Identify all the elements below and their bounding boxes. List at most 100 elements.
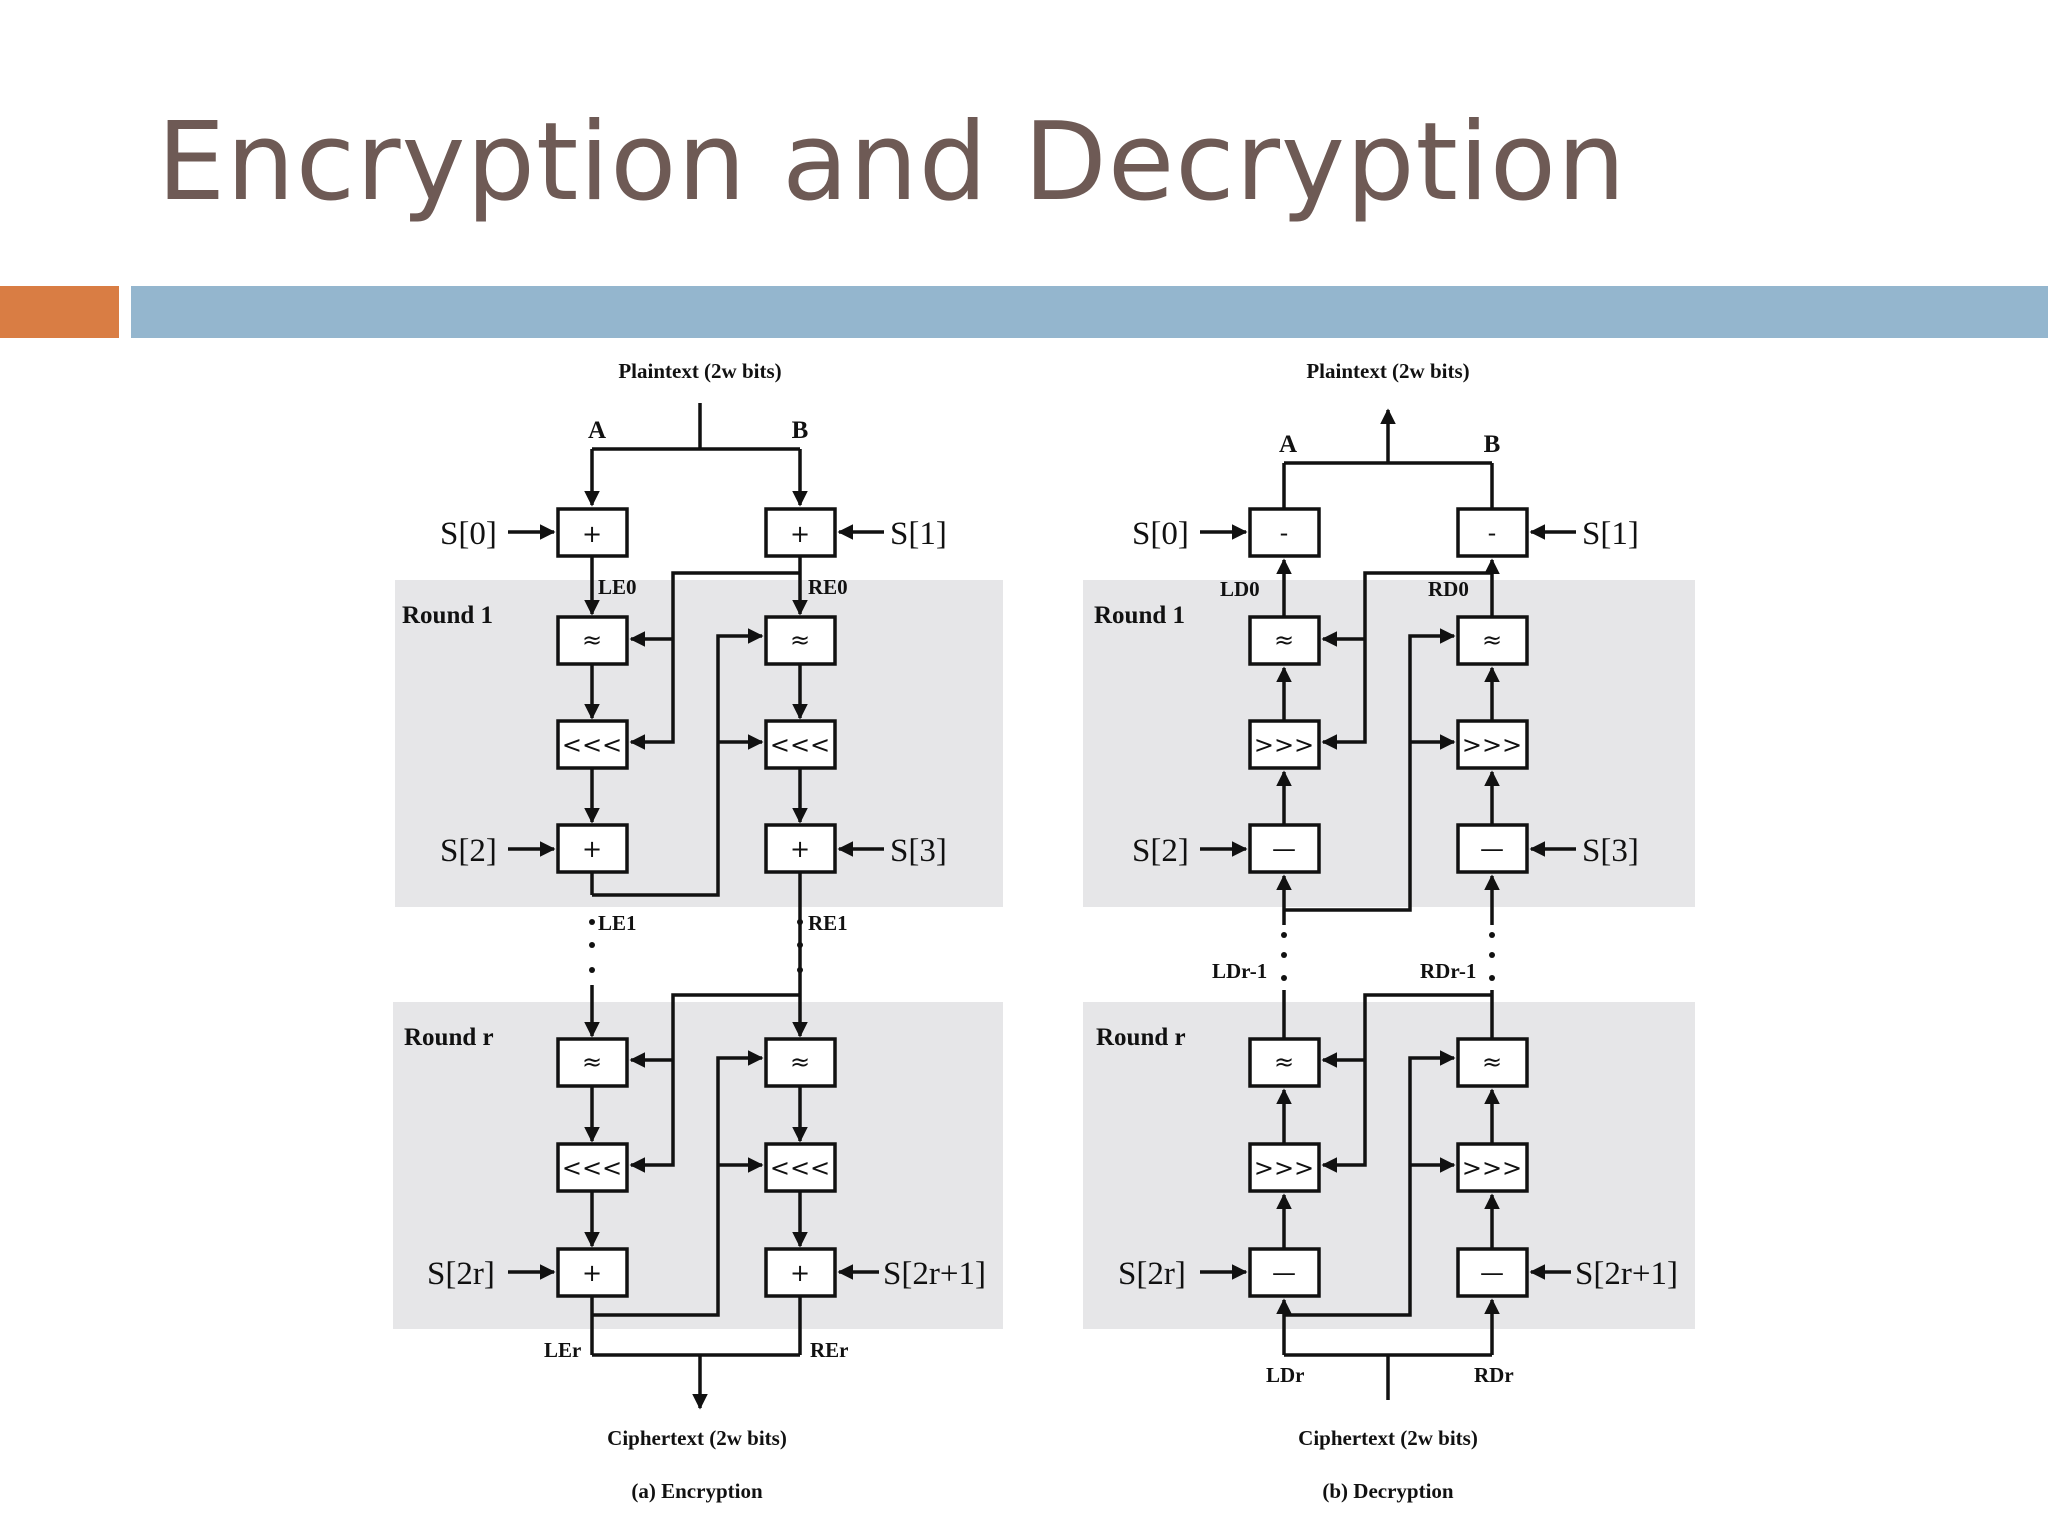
enc-round-r-panel <box>393 1002 1003 1329</box>
dec-sub-s0 <box>1248 507 1321 558</box>
encryption-diagram: Plaintext (2w bits) A B + + S[0] S[1] Ro… <box>393 359 1003 1503</box>
svg-text:—: — <box>1480 1259 1504 1287</box>
slide-title: Encryption and Decryption <box>157 100 1627 225</box>
enc-r1-xor-right <box>764 615 837 666</box>
svg-text:-: - <box>1280 519 1289 547</box>
enc-rr-xor-left <box>556 1037 629 1088</box>
enc-key-s2r: S[2r] <box>427 1256 495 1292</box>
enc-plaintext-label: Plaintext (2w bits) <box>618 359 781 383</box>
dec-plaintext-label: Plaintext (2w bits) <box>1306 359 1469 383</box>
dec-key-s0: S[0] <box>1132 516 1189 552</box>
title-accent-bar-blue <box>131 286 2048 338</box>
dec-r1-rotr-right <box>1456 719 1529 770</box>
svg-text:+: + <box>582 520 602 548</box>
dec-key-s1: S[1] <box>1582 516 1639 552</box>
dec-reg-b: B <box>1484 431 1501 458</box>
svg-text:+: + <box>790 520 810 548</box>
enc-r1-add-right <box>764 823 837 874</box>
dec-r1-rotr-left <box>1248 719 1321 770</box>
enc-r1-rotl-right <box>764 719 837 770</box>
enc-wire-le1: LE1 <box>598 911 637 935</box>
svg-text:≈: ≈ <box>582 1048 602 1076</box>
dec-wire-rd0: RD0 <box>1428 577 1469 601</box>
title-accent-bar-orange <box>0 286 119 338</box>
dec-wire-ldr: LDr <box>1266 1363 1305 1387</box>
enc-reg-a: A <box>588 417 606 444</box>
svg-text:+: + <box>582 835 602 863</box>
svg-text:≈: ≈ <box>790 626 810 654</box>
dec-key-s2: S[2] <box>1132 833 1189 869</box>
enc-r1-add-left <box>556 823 629 874</box>
svg-text:>>>: >>> <box>1254 1154 1314 1182</box>
svg-text:>>>: >>> <box>1462 731 1522 759</box>
enc-key-s3: S[3] <box>890 833 947 869</box>
dec-wire-ld0: LD0 <box>1220 577 1260 601</box>
svg-text:≈: ≈ <box>1482 626 1502 654</box>
decryption-diagram: Plaintext (2w bits) A B - - S[0] S[1] Ro… <box>1083 359 1695 1503</box>
enc-wire-re1: RE1 <box>808 911 848 935</box>
dec-wire-rdr: RDr <box>1474 1363 1514 1387</box>
dec-sub-s1 <box>1456 507 1529 558</box>
enc-rr-add-left <box>556 1247 629 1298</box>
enc-wire-le0: LE0 <box>598 575 637 599</box>
svg-text:≈: ≈ <box>1274 1048 1294 1076</box>
svg-text:—: — <box>1480 835 1504 863</box>
enc-key-s2r1: S[2r+1] <box>883 1256 986 1292</box>
svg-text:<<<: <<< <box>562 1154 622 1182</box>
svg-text:>>>: >>> <box>1462 1154 1522 1182</box>
dec-r1-sub-left <box>1248 823 1321 874</box>
svg-text:≈: ≈ <box>790 1048 810 1076</box>
svg-text:+: + <box>790 1259 810 1287</box>
dec-key-s2r1: S[2r+1] <box>1575 1256 1678 1292</box>
dec-rr-xor-right <box>1456 1037 1529 1088</box>
dec-rr-rotr-right <box>1456 1142 1529 1193</box>
enc-key-s0: S[0] <box>440 516 497 552</box>
enc-round-1-panel <box>395 580 1003 907</box>
enc-r1-xor-left <box>556 615 629 666</box>
dec-rr-sub-right <box>1456 1247 1529 1298</box>
svg-text:—: — <box>1272 835 1296 863</box>
dec-reg-a: A <box>1279 431 1297 458</box>
dec-key-s3: S[3] <box>1582 833 1639 869</box>
dec-r1-xor-right <box>1456 615 1529 666</box>
enc-wire-rer: REr <box>810 1338 849 1362</box>
enc-wire-re0: RE0 <box>808 575 848 599</box>
enc-key-s2: S[2] <box>440 833 497 869</box>
svg-text:+: + <box>582 1259 602 1287</box>
svg-text:-: - <box>1488 519 1497 547</box>
svg-text:>>>: >>> <box>1254 731 1314 759</box>
dec-rr-rotr-left <box>1248 1142 1321 1193</box>
enc-wire-ler: LEr <box>544 1338 581 1362</box>
dec-ciphertext-label: Ciphertext (2w bits) <box>1298 1426 1478 1450</box>
enc-rr-rotl-left <box>556 1142 629 1193</box>
svg-text:≈: ≈ <box>1482 1048 1502 1076</box>
svg-text:<<<: <<< <box>562 731 622 759</box>
enc-add-s1 <box>764 507 837 558</box>
dec-key-s2r: S[2r] <box>1118 1256 1186 1292</box>
dec-caption: (b) Decryption <box>1322 1479 1454 1503</box>
svg-text:—: — <box>1272 1259 1296 1287</box>
dec-rr-sub-left <box>1248 1247 1321 1298</box>
svg-text:<<<: <<< <box>770 731 830 759</box>
dec-round-1-panel <box>1083 580 1695 907</box>
dec-r1-xor-left <box>1248 615 1321 666</box>
dec-round-r-label: Round r <box>1096 1024 1186 1051</box>
dec-r1-sub-right <box>1456 823 1529 874</box>
enc-rr-rotl-right <box>764 1142 837 1193</box>
dec-round-r-panel <box>1083 1002 1695 1329</box>
enc-round-1-label: Round 1 <box>402 602 493 629</box>
dec-wire-rdr1: RDr-1 <box>1420 959 1476 983</box>
enc-ciphertext-label: Ciphertext (2w bits) <box>607 1426 787 1450</box>
dec-wire-ldr1: LDr-1 <box>1212 959 1267 983</box>
dec-rr-xor-left <box>1248 1037 1321 1088</box>
svg-text:+: + <box>790 835 810 863</box>
enc-round-r-label: Round r <box>404 1024 494 1051</box>
enc-reg-b: B <box>792 417 809 444</box>
enc-rr-xor-right <box>764 1037 837 1088</box>
enc-caption: (a) Encryption <box>631 1479 763 1503</box>
dec-round-1-label: Round 1 <box>1094 602 1185 629</box>
enc-key-s1: S[1] <box>890 516 947 552</box>
svg-text:≈: ≈ <box>1274 626 1294 654</box>
svg-text:≈: ≈ <box>582 626 602 654</box>
